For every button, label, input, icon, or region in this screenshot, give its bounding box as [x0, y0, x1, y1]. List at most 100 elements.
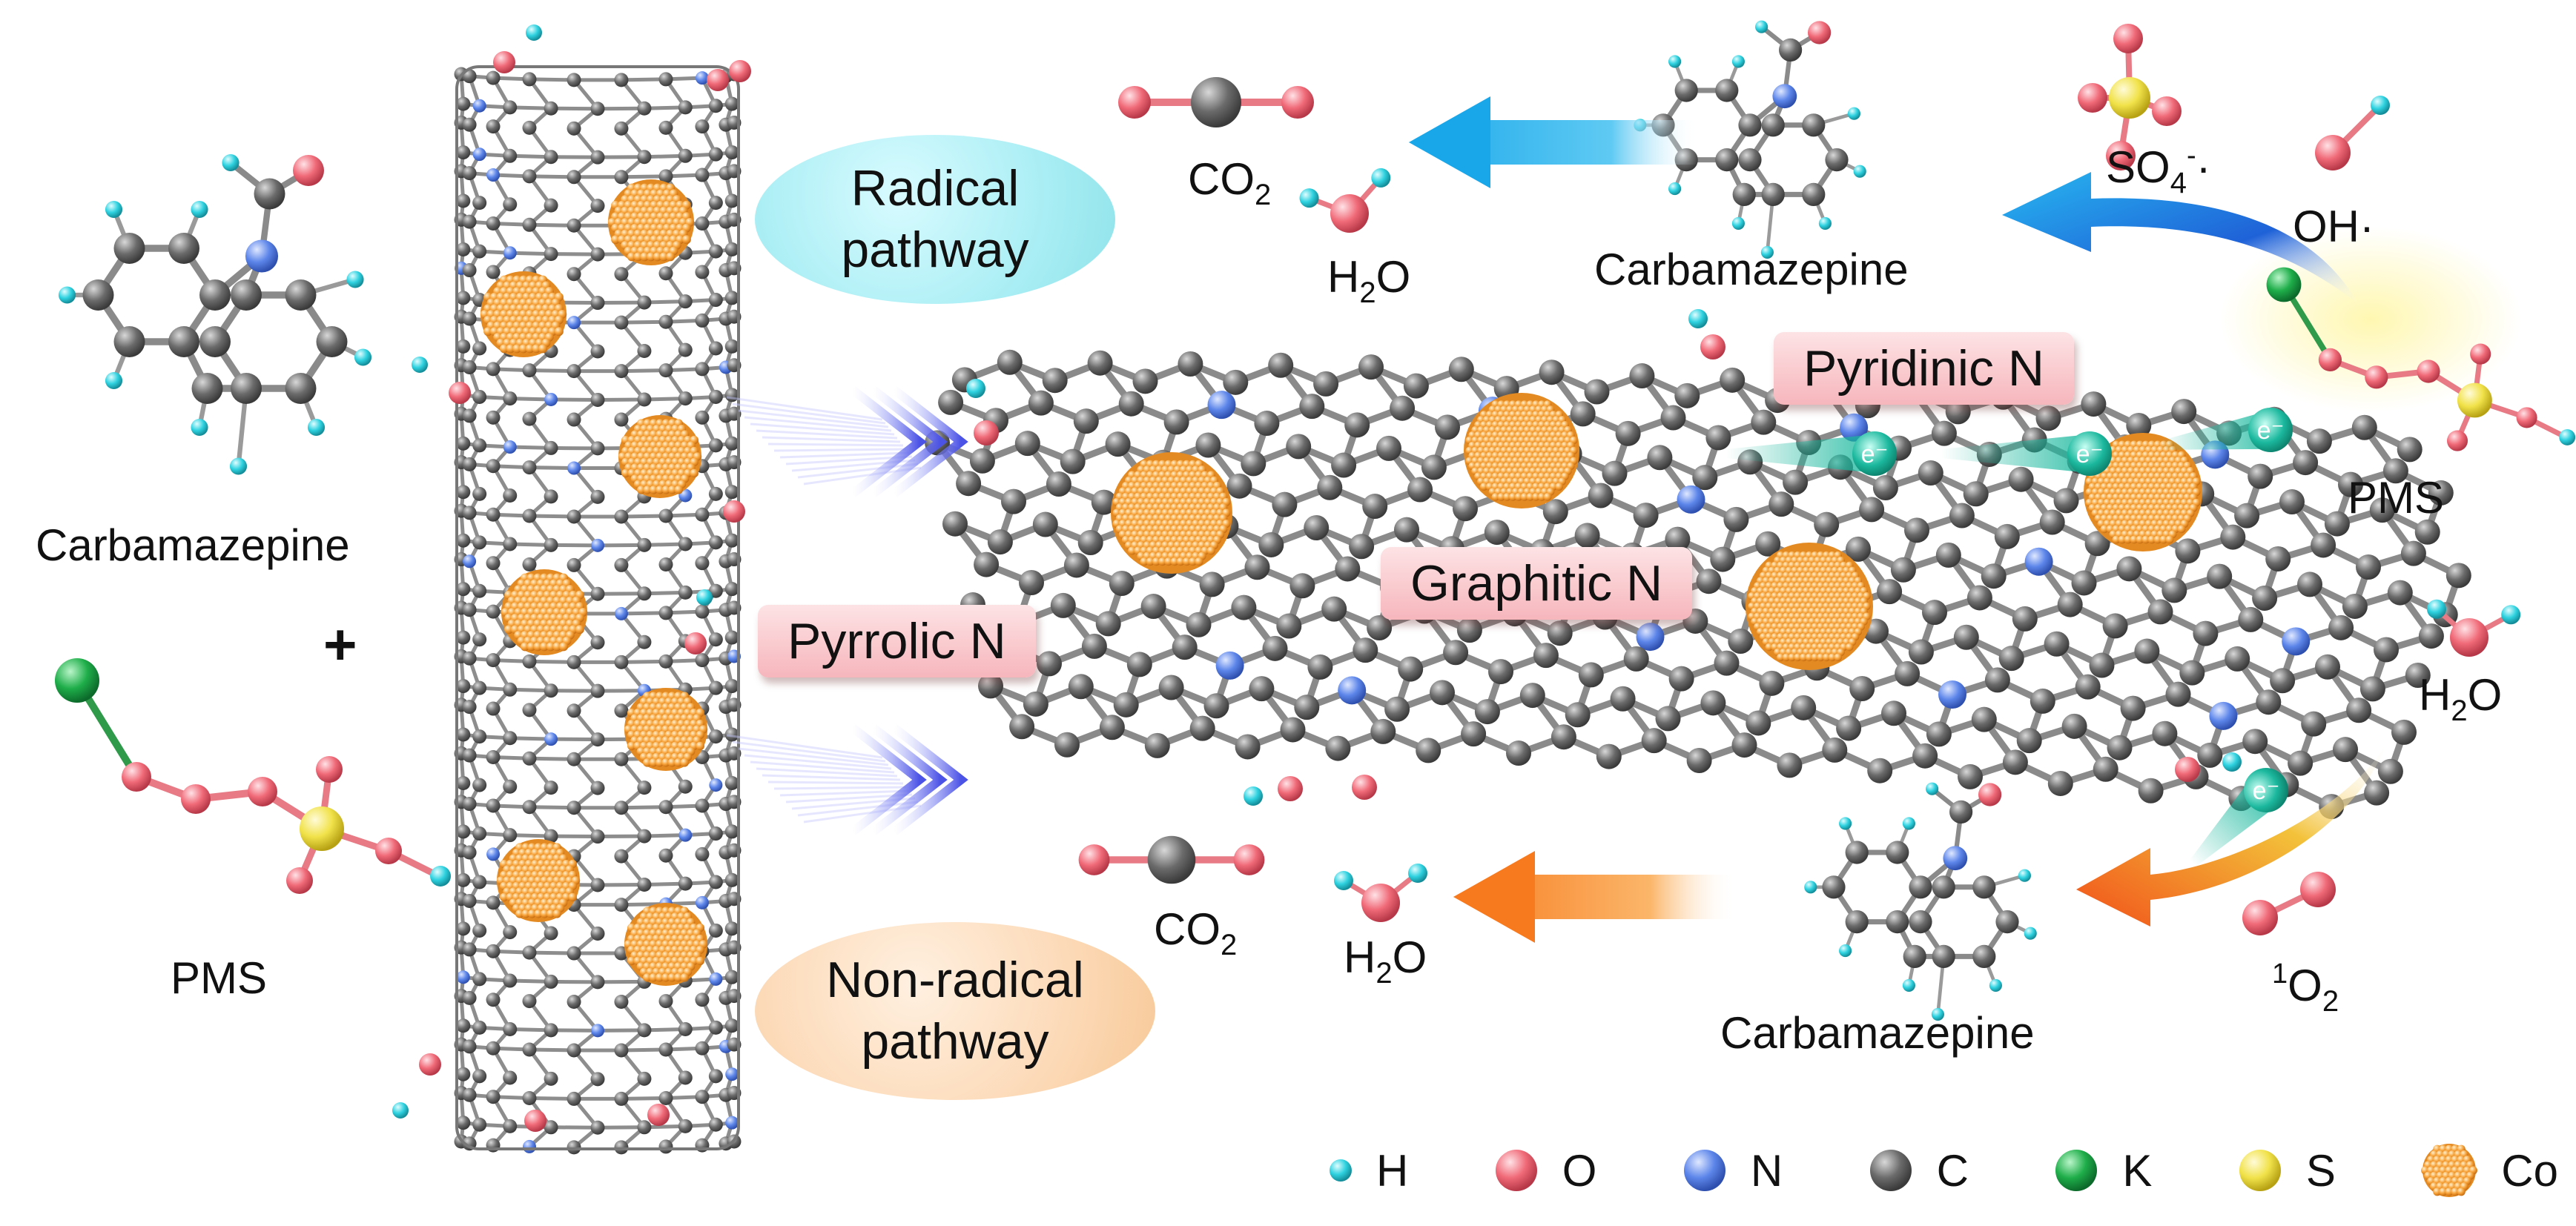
atom-c [544, 1023, 558, 1038]
atom-c [590, 344, 605, 359]
atom-n [591, 538, 604, 552]
atom-c [658, 1139, 673, 1154]
atom-c [2351, 414, 2377, 440]
cobalt-atom [1189, 557, 1198, 566]
atom-h [1902, 978, 1915, 992]
atom-c [614, 509, 629, 524]
cobalt-atom [2439, 1187, 2448, 1196]
atom-h [412, 357, 428, 373]
atom-c [486, 653, 501, 668]
cobalt-atom [643, 758, 652, 767]
atom-c [2297, 571, 2322, 597]
atom-c [503, 488, 518, 503]
atom-c [1474, 699, 1500, 725]
atom-c [590, 247, 605, 262]
atom-c [590, 975, 605, 990]
atom-c [2301, 711, 2327, 737]
atom-c [1294, 695, 1320, 720]
flow-streak [726, 396, 883, 421]
atom-c [456, 582, 471, 597]
cobalt-atom [534, 909, 543, 918]
cobalt-atom [627, 956, 636, 966]
radical-activation-arrow [2002, 172, 2358, 304]
atom-c [1539, 359, 1565, 385]
atom-c [472, 778, 487, 792]
atom-c [503, 779, 518, 794]
cobalt-atom [1805, 653, 1814, 662]
atom-c [724, 872, 739, 887]
atom-c [1584, 379, 1610, 405]
atom-c [1032, 511, 1058, 537]
atom-n [463, 554, 477, 569]
atom-h [1847, 107, 1860, 120]
atom-c [1949, 800, 1973, 824]
flow-streak [726, 734, 883, 759]
atom-c [2356, 554, 2381, 580]
atom-c [695, 119, 710, 134]
atom-c [1972, 875, 1996, 899]
atom-c [614, 73, 629, 87]
atom-c [678, 537, 693, 551]
atom-c [708, 535, 723, 550]
atom-n [2282, 627, 2311, 656]
atom-c [708, 99, 723, 113]
radical-carbamazepine-label: Carbamazepine [1594, 245, 1909, 294]
cobalt-atom [1822, 653, 1831, 662]
atom-c [658, 994, 673, 1009]
atom-c [2220, 524, 2246, 550]
atom-c [2057, 592, 2083, 617]
cobalt-cluster [624, 903, 708, 986]
atom-c [544, 537, 558, 552]
atom-c [708, 1020, 723, 1035]
atom-c [708, 729, 723, 744]
atom-c [590, 829, 605, 844]
cobalt-atom [1520, 493, 1529, 501]
cobalt-atom [659, 252, 669, 262]
atom-n [472, 148, 486, 162]
atom-c [456, 921, 471, 936]
atom-c [1456, 617, 1482, 643]
atom-c [1335, 556, 1361, 582]
atom-c [1903, 944, 1926, 968]
atom-c [1268, 352, 1294, 378]
bond [527, 1096, 576, 1101]
atom-c [658, 557, 673, 571]
cobalt-atom [2147, 535, 2156, 544]
cobalt-atom [2445, 1187, 2454, 1196]
atom-c [1109, 570, 1135, 596]
graphitic-n-tag: Graphitic N [1381, 547, 1693, 620]
surface-h2o-label: H2O [2419, 670, 2503, 727]
atom-c [1384, 696, 1410, 722]
atom-c [1895, 660, 1921, 686]
atom-c [522, 703, 537, 718]
atom-c [1994, 523, 2020, 549]
atom-c [658, 606, 673, 620]
atom-c [1660, 405, 1686, 431]
atom-c [2382, 458, 2408, 484]
atom-c [590, 102, 605, 116]
cobalt-atom [506, 344, 515, 354]
cobalt-atom [1788, 653, 1797, 662]
atom-c [1407, 477, 1433, 503]
atom-c [708, 389, 723, 404]
flow-streak [744, 416, 892, 432]
flow-streak [732, 740, 886, 763]
atom-o [2152, 96, 2182, 126]
atom-c [2030, 688, 2055, 714]
atom-c [486, 798, 501, 813]
atom-n [1943, 846, 1968, 871]
atom-c [2152, 720, 2178, 746]
atom-o [293, 155, 324, 187]
atom-c [1738, 113, 1762, 137]
atom-n [1938, 680, 1966, 709]
atom-o [1233, 844, 1265, 875]
atom-c [695, 1090, 710, 1104]
atom-c [1633, 503, 1659, 528]
atom-c [486, 1041, 501, 1056]
atom-c [456, 1018, 471, 1033]
cobalt-atom [643, 973, 652, 982]
atom-c [1254, 411, 1280, 437]
atom-c [1189, 715, 1215, 741]
atom-c [2405, 663, 2431, 689]
cobalt-atom [643, 486, 652, 494]
